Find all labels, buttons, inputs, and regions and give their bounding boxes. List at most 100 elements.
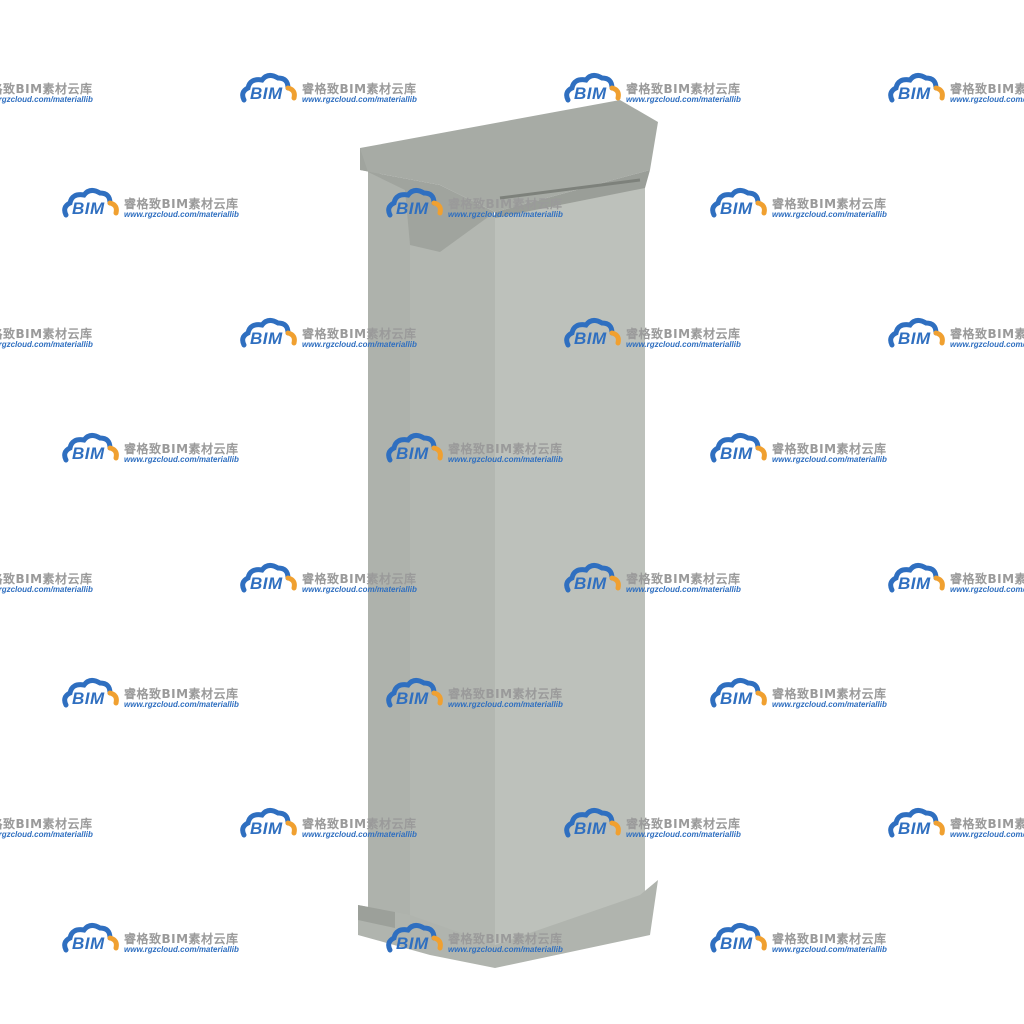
watermark-logo-text: BIM <box>396 199 429 218</box>
watermark-logo-text: BIM <box>396 689 429 708</box>
cloud-logo-icon <box>564 807 621 838</box>
watermark-title: 睿格致BIM素材云库 <box>772 442 887 456</box>
watermark-url: www.rgzcloud.com/materiallib <box>772 455 887 464</box>
watermark-title: 睿格致BIM素材云库 <box>772 687 887 701</box>
cloud-logo-icon <box>888 562 945 593</box>
cloud-logo-icon <box>62 187 119 218</box>
watermark-logo-text: BIM <box>898 84 931 103</box>
watermark-url: www.rgzcloud.com/materiallib <box>950 585 1024 594</box>
cloud-logo-icon <box>710 432 767 463</box>
column-left-face <box>368 168 410 930</box>
watermark-logo-text: BIM <box>574 819 607 838</box>
watermark: BIM睿格致BIM素材云库www.rgzcloud.com/materialli… <box>0 315 93 355</box>
watermark-title: 睿格致BIM素材云库 <box>302 327 417 341</box>
watermark-url: www.rgzcloud.com/materiallib <box>302 585 417 594</box>
watermark-title: 睿格致BIM素材云库 <box>626 572 741 586</box>
cloud-logo-icon <box>62 677 119 708</box>
watermark-url: www.rgzcloud.com/materiallib <box>302 830 417 839</box>
watermark-url: www.rgzcloud.com/materiallib <box>626 830 741 839</box>
cloud-logo-icon <box>240 807 297 838</box>
watermark-url: www.rgzcloud.com/materiallib <box>772 210 887 219</box>
watermark-url: www.rgzcloud.com/materiallib <box>448 455 563 464</box>
cloud-logo-icon <box>386 922 443 953</box>
watermark-title: 睿格致BIM素材云库 <box>626 82 741 96</box>
watermark-title: 睿格致BIM素材云库 <box>626 817 741 831</box>
watermark-title: 睿格致BIM素材云库 <box>448 687 563 701</box>
watermark-title: 睿格致BIM素材云库 <box>448 442 563 456</box>
watermark-title: 睿格致BIM素材云库 <box>124 932 239 946</box>
watermark-logo-text: BIM <box>250 574 283 593</box>
watermark-title: 睿格致BIM素材云库 <box>302 817 417 831</box>
cloud-logo-icon <box>386 432 443 463</box>
cloud-logo-icon <box>386 677 443 708</box>
watermark-title: 睿格致BIM素材云库 <box>950 82 1024 96</box>
watermark-logo-text: BIM <box>250 819 283 838</box>
watermark-title: 睿格致BIM素材云库 <box>626 327 741 341</box>
watermark-title: 睿格致BIM素材云库 <box>302 572 417 586</box>
watermark-logo-text: BIM <box>898 819 931 838</box>
watermark-url: www.rgzcloud.com/materiallib <box>124 945 239 954</box>
watermark-logo-text: BIM <box>250 329 283 348</box>
cloud-logo-icon <box>888 807 945 838</box>
watermark-logo-text: BIM <box>574 84 607 103</box>
cloud-logo-icon <box>888 72 945 103</box>
watermark-logo-text: BIM <box>898 574 931 593</box>
watermark: BIM睿格致BIM素材云库www.rgzcloud.com/materialli… <box>0 70 93 110</box>
watermark-logo-text: BIM <box>720 934 753 953</box>
watermark-title: 睿格致BIM素材云库 <box>0 327 93 341</box>
cloud-logo-icon <box>564 72 621 103</box>
cloud-logo-icon <box>888 317 945 348</box>
watermark-logo-text: BIM <box>574 329 607 348</box>
watermark-url: www.rgzcloud.com/materiallib <box>950 95 1024 104</box>
watermark-logo-text: BIM <box>720 199 753 218</box>
column-top-cap <box>360 100 658 212</box>
column-inner-face <box>410 188 495 965</box>
watermark-logo-text: BIM <box>72 444 105 463</box>
watermark-url: www.rgzcloud.com/materiallib <box>124 700 239 709</box>
watermark-logo-text: BIM <box>396 934 429 953</box>
watermark-url: www.rgzcloud.com/materiallib <box>124 455 239 464</box>
cloud-logo-icon <box>710 187 767 218</box>
watermark-logo-text: BIM <box>720 444 753 463</box>
watermark-logo-text: BIM <box>72 934 105 953</box>
column-top-cap-front <box>495 170 650 218</box>
column-base-edge <box>358 905 395 928</box>
cloud-logo-icon <box>564 317 621 348</box>
watermark-url: www.rgzcloud.com/materiallib <box>302 340 417 349</box>
watermark-logo-text: BIM <box>898 329 931 348</box>
watermark: BIM睿格致BIM素材云库www.rgzcloud.com/materialli… <box>0 805 93 845</box>
watermark-url: www.rgzcloud.com/materiallib <box>302 95 417 104</box>
watermark-title: 睿格致BIM素材云库 <box>0 572 93 586</box>
watermark-url: www.rgzcloud.com/materiallib <box>950 340 1024 349</box>
watermark-logo-text: BIM <box>720 689 753 708</box>
watermark-url: www.rgzcloud.com/materiallib <box>448 210 563 219</box>
watermark-url: www.rgzcloud.com/materiallib <box>950 830 1024 839</box>
watermark-title: 睿格致BIM素材云库 <box>950 327 1024 341</box>
cloud-logo-icon <box>710 677 767 708</box>
watermark-logo-text: BIM <box>72 199 105 218</box>
cloud-logo-icon <box>240 562 297 593</box>
watermark-title: 睿格致BIM素材云库 <box>124 442 239 456</box>
watermark-title: 睿格致BIM素材云库 <box>772 932 887 946</box>
cloud-logo-icon <box>564 562 621 593</box>
watermark-url: www.rgzcloud.com/materiallib <box>626 585 741 594</box>
watermark-title: 睿格致BIM素材云库 <box>950 572 1024 586</box>
